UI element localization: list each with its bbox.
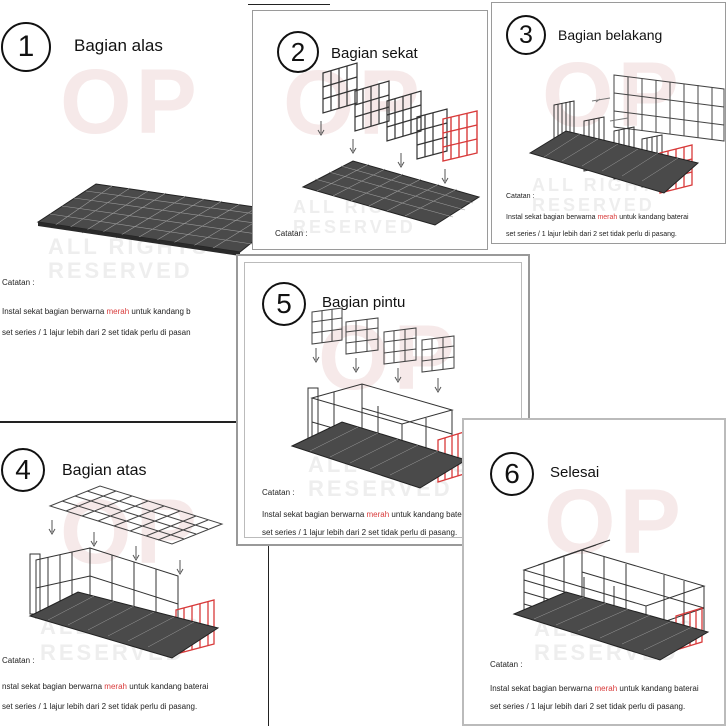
note-line-1: Instal sekat bagian berwarna merah untuk…	[490, 684, 699, 693]
note-line-2: set series / 1 lajur lebih dari 2 set ti…	[262, 528, 458, 537]
note-line-2: set series / 1 lajur lebih dari 2 set ti…	[2, 328, 191, 337]
step-3-card: OP ALL RIGHTS RESERVED 3 Bagian belakang	[491, 2, 726, 244]
watermark-logo: OP	[60, 51, 201, 153]
step-number: 4	[1, 448, 45, 492]
step-4-card: OP ALL RIGHTS RESERVED 4 Bagian atas	[0, 420, 270, 726]
step-title: Bagian atas	[62, 462, 147, 479]
finished-cage-illustration	[512, 539, 710, 661]
note-line-1: Instal sekat bagian berwarna merah untuk…	[262, 510, 469, 519]
note-line-2: set series / 1 lajur lebih dari 2 set ti…	[506, 231, 677, 238]
step-title: Bagian belakang	[558, 27, 663, 43]
step-title: Bagian alas	[74, 36, 163, 55]
step-number: 1	[1, 22, 51, 72]
floor-panel-illustration	[36, 183, 292, 256]
partition-panels-illustration	[301, 62, 481, 226]
door-panels-illustration	[290, 307, 468, 489]
inner-frame	[244, 262, 522, 538]
step-number: 3	[506, 15, 546, 55]
note-line-1: Instal sekat bagian berwarna merah untuk…	[506, 214, 689, 221]
note-label: Catatan :	[2, 278, 35, 287]
watermark-text: RESERVED	[293, 217, 416, 237]
note-line-2: set series / 1 lajur lebih dari 2 set ti…	[490, 702, 686, 711]
note-label: Catatan :	[275, 229, 308, 238]
step-title: Selesai	[550, 464, 600, 481]
note-label: Catatan :	[262, 488, 295, 497]
note-label: Catatan :	[2, 656, 35, 665]
top-panel-illustration	[28, 485, 224, 659]
divider-line	[268, 540, 269, 726]
note-line-1: Instal sekat bagian berwarna merah untuk…	[2, 307, 191, 316]
note-line-1: nstal sekat bagian berwarna merah untuk …	[2, 682, 209, 691]
step-number: 6	[490, 452, 534, 496]
note-label: Catatan :	[490, 660, 523, 669]
note-label: Catatan :	[506, 193, 535, 200]
step-number: 2	[277, 31, 319, 73]
note-line-2: set series / 1 lajur lebih dari 2 set ti…	[2, 702, 198, 711]
step-title: Bagian pintu	[322, 294, 406, 311]
back-panel-illustration	[528, 74, 725, 194]
step-6-card: OP ALL RIGHTS RESERVED 6 Selesai Catatan…	[462, 418, 726, 726]
step-number: 5	[262, 282, 306, 326]
divider-line	[0, 421, 240, 423]
step-title: Bagian sekat	[331, 45, 418, 62]
divider-line	[248, 4, 330, 5]
step-2-card: OP ALL RIGHTS RESERVED 2 Bagian sekat	[252, 10, 488, 250]
